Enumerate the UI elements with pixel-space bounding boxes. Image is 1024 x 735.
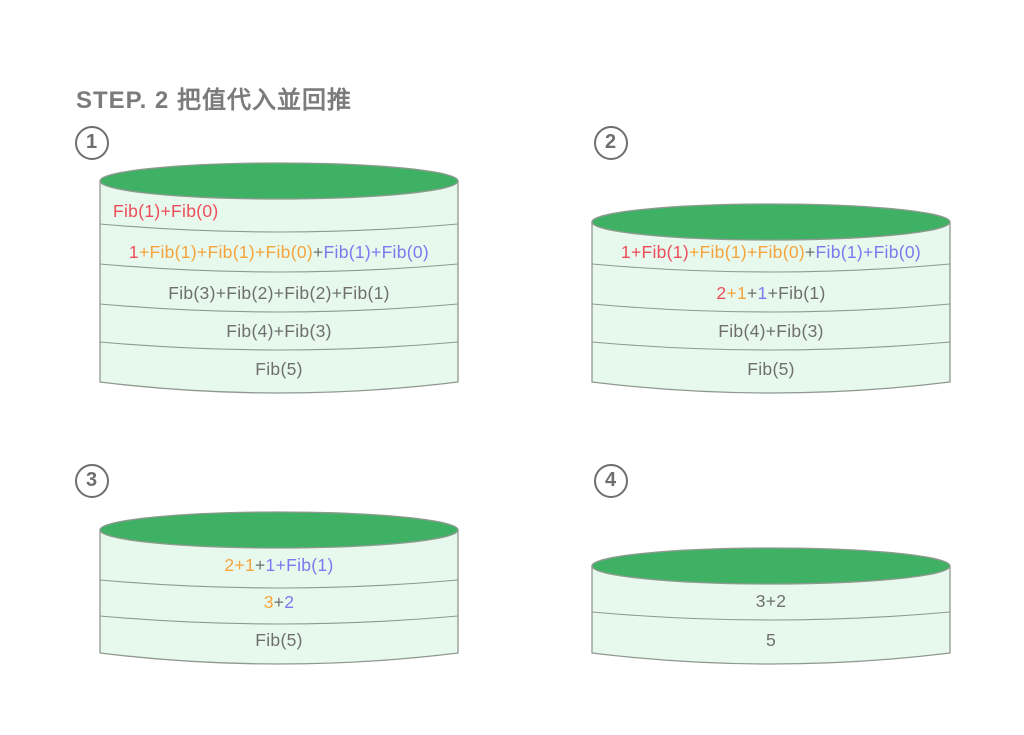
expression-segment: 3+2: [755, 591, 787, 611]
step-badge-2: 2: [593, 125, 628, 160]
expression-segment: 1: [757, 283, 768, 303]
stack-row-text: 5: [592, 627, 950, 653]
stack-row-text: Fib(5): [100, 627, 458, 653]
expression-segment: Fib(1)+Fib(0): [323, 242, 430, 262]
cylinder-top: [591, 547, 951, 585]
row-separator: [591, 611, 951, 621]
expression-segment: 2: [284, 592, 295, 612]
row-separator: [99, 341, 459, 351]
stack-row-text: 2+1+1+Fib(1): [592, 280, 950, 306]
expression-segment: +: [313, 242, 324, 262]
stack-2: [591, 203, 951, 394]
expression-segment: Fib(5): [255, 359, 303, 379]
stack-row-text: Fib(5): [592, 356, 950, 382]
step-badge-1: 1: [74, 125, 109, 160]
row-separator: [99, 223, 459, 233]
row-separator: [99, 615, 459, 625]
row-separator: [99, 579, 459, 589]
expression-segment: Fib(1)+Fib(0): [113, 201, 219, 221]
stack-row-text: Fib(4)+Fib(3): [592, 318, 950, 344]
stack-4: [591, 547, 951, 665]
row-separator: [99, 263, 459, 273]
expression-segment: +: [805, 242, 816, 262]
stack-1: [99, 162, 459, 394]
cylinder-top: [99, 511, 459, 549]
expression-segment: +: [255, 555, 266, 575]
expression-segment: Fib(1)+Fib(0): [815, 242, 922, 262]
expression-segment: +: [273, 592, 285, 612]
expression-segment: 5: [765, 630, 777, 650]
expression-segment: Fib(5): [747, 359, 795, 379]
cylinder-top: [591, 203, 951, 241]
expression-segment: 3: [263, 592, 274, 612]
row-separator: [99, 303, 459, 313]
cylinder-body: [99, 529, 459, 665]
expression-segment: +Fib(1)+Fib(1)+Fib(0): [138, 242, 314, 262]
stack-row-text: Fib(3)+Fib(2)+Fib(2)+Fib(1): [100, 280, 458, 306]
expression-segment: 1: [128, 242, 139, 262]
step-badge-4: 4: [593, 463, 628, 498]
expression-segment: Fib(3)+Fib(2)+Fib(2)+Fib(1): [168, 283, 390, 303]
expression-segment: Fib(4)+Fib(3): [718, 321, 824, 341]
stack-row-text: 3+2: [100, 589, 458, 615]
stack-row-text: 1+Fib(1)+Fib(1)+Fib(0)+Fib(1)+Fib(0): [592, 239, 950, 265]
row-separator: [591, 303, 951, 313]
expression-segment: +: [747, 283, 758, 303]
row-separator: [591, 341, 951, 351]
stack-row-text: Fib(5): [100, 356, 458, 382]
page-title: STEP. 2 把值代入並回推: [76, 87, 352, 114]
cylinder-body: [99, 180, 459, 394]
expression-segment: +1: [726, 283, 747, 303]
step-badge-3: 3: [74, 463, 109, 498]
expression-segment: Fib(4)+Fib(3): [226, 321, 332, 341]
expression-segment: 2: [716, 283, 727, 303]
row-separator: [591, 263, 951, 273]
stack-row-text: 3+2: [592, 588, 950, 614]
cylinder-top: [99, 162, 459, 200]
stack-row-text: 1+Fib(1)+Fib(1)+Fib(0)+Fib(1)+Fib(0): [100, 239, 458, 265]
expression-segment: 1+Fib(1): [265, 555, 334, 575]
expression-segment: +Fib(1)+Fib(0): [688, 242, 806, 262]
stack-3: [99, 511, 459, 665]
expression-segment: 2+1: [224, 555, 255, 575]
stack-row-text: Fib(4)+Fib(3): [100, 318, 458, 344]
expression-segment: +Fib(1): [767, 283, 826, 303]
stack-row-text: Fib(1)+Fib(0): [100, 198, 458, 224]
cylinder-body: [591, 221, 951, 394]
cylinder-body: [591, 565, 951, 665]
expression-segment: 1+Fib(1): [620, 242, 689, 262]
expression-segment: Fib(5): [255, 630, 303, 650]
stack-row-text: 2+1+1+Fib(1): [100, 552, 458, 578]
